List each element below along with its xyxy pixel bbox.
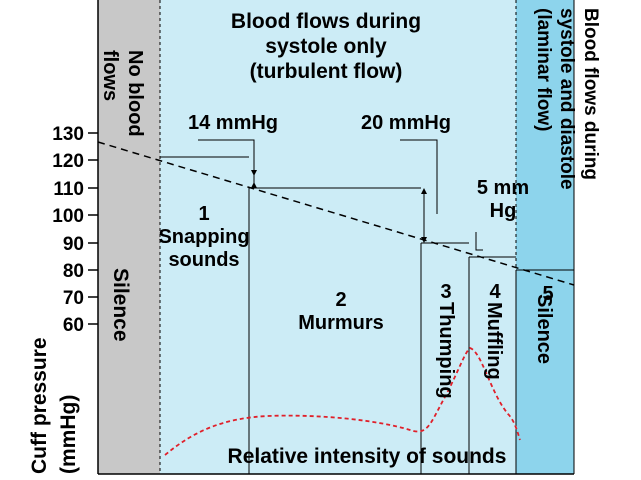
- gap1-label: 14 mmHg: [188, 112, 278, 134]
- gap2-label: 20 mmHg: [361, 112, 451, 134]
- y-axis-title-line1: Cuff pressure: [28, 337, 51, 474]
- laminar-header-line2: systole and diastole: [556, 8, 577, 190]
- phase2-number: 2: [335, 289, 346, 311]
- laminar-header-line3: (laminar flow): [533, 8, 554, 132]
- gap2-arrow-down: [421, 237, 427, 243]
- tick-label-70: 70: [63, 288, 84, 309]
- no-blood-label-line1: No blood: [124, 50, 146, 137]
- tick-label-90: 90: [63, 234, 84, 255]
- relative-intensity-curve: [164, 346, 521, 456]
- laminar-flow-band: [516, 0, 574, 474]
- tick-label-80: 80: [63, 261, 84, 282]
- phase5-label: Silence: [533, 294, 555, 364]
- phase1-label-line1: Snapping: [158, 226, 249, 248]
- gap3-label-line1: 5 mm: [477, 177, 529, 199]
- gap2-leader: [400, 139, 438, 214]
- systole-header-line1: Blood flows during: [231, 10, 421, 33]
- tick-label-60: 60: [63, 315, 84, 336]
- gap-indicators: [198, 139, 483, 251]
- systole-header-line3: (turbulent flow): [250, 60, 403, 83]
- systole-flow-band: [160, 0, 516, 474]
- gap1-arrow-down: [251, 170, 257, 176]
- systole-header-line2: systole only: [265, 35, 387, 58]
- no-blood-flow-band: [98, 0, 160, 474]
- phase3-label: Thumping: [435, 302, 457, 399]
- y-axis: 130 120 110 100 90 80 70 60 Cuff pressur…: [28, 124, 98, 474]
- laminar-header-line1: Blood flows during: [580, 8, 601, 180]
- gap2-arrow-up: [421, 188, 427, 194]
- phase2-label: Murmurs: [298, 312, 384, 334]
- tick-label-120: 120: [52, 151, 84, 172]
- intensity-axis-label: Relative intensity of sounds: [228, 445, 507, 468]
- cuff-pressure-line: [97, 141, 575, 286]
- gap3-label-line2: Hg: [490, 200, 517, 222]
- tick-label-100: 100: [52, 206, 84, 227]
- phase5-number: 5: [542, 283, 553, 305]
- gap1-leader: [198, 139, 255, 170]
- pressure-step-lines: [160, 156, 574, 271]
- y-axis-title-line2: (mmHg): [57, 395, 80, 474]
- gap3-leader: [475, 232, 483, 251]
- gap-arrowheads: [251, 170, 427, 243]
- phase1-label-line2: sounds: [168, 249, 239, 271]
- gap1-arrow-up: [251, 182, 257, 188]
- phase1-number: 1: [198, 203, 209, 225]
- tick-label-110: 110: [53, 179, 84, 200]
- phase3-number: 3: [440, 281, 451, 303]
- silence-left-label: Silence: [109, 268, 132, 342]
- phase4-number: 4: [489, 281, 501, 303]
- phase4-label: Muffling: [483, 302, 505, 380]
- no-blood-label-line2: flows: [99, 50, 121, 101]
- tick-label-130: 130: [52, 124, 84, 145]
